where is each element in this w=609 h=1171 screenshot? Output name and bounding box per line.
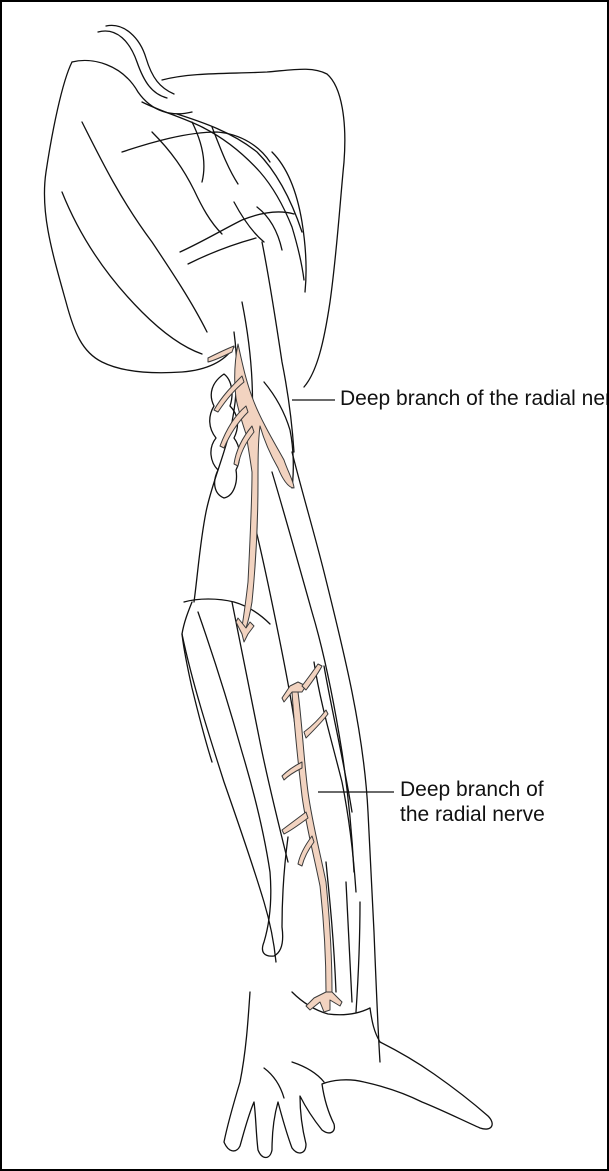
lower-nerve-branch-c — [282, 812, 308, 834]
upper-nerve-label: Deep branch of the radial nerve — [340, 386, 609, 411]
axillary-vessels-2 — [152, 132, 222, 234]
deltoid-inner-2 — [122, 132, 270, 162]
hand-inner — [264, 1062, 324, 1098]
muscle-band-1 — [180, 212, 294, 252]
lower-nerve-label-line2: the radial nerve — [400, 802, 545, 827]
lower-nerve-branch-d — [298, 836, 314, 866]
deltoid-outline — [162, 69, 345, 387]
ulna-bone — [198, 612, 288, 956]
muscle-band-2 — [188, 238, 256, 264]
upper-arm-right — [262, 242, 294, 452]
lower-nerve-label: Deep branch of the radial nerve — [400, 777, 545, 827]
forearm-left-outer — [182, 634, 276, 962]
lower-nerve-bottom-fork — [306, 992, 342, 1012]
scapula-inner — [82, 122, 207, 332]
arm-outline — [44, 25, 492, 1157]
lower-nerve-branch-a — [304, 710, 328, 738]
upper-nerve — [208, 344, 294, 642]
elbow-outline — [182, 602, 212, 762]
axillary-branches — [192, 122, 282, 250]
forearm-inner-2 — [254, 522, 296, 732]
scapula-inner-2 — [62, 192, 202, 354]
clavicle-vessel — [98, 31, 167, 98]
hand-outline — [224, 992, 492, 1158]
elbow-olecranon — [184, 599, 270, 624]
clavicle-vessel-inner — [106, 25, 174, 94]
lower-nerve-label-line1: Deep branch of — [400, 777, 545, 802]
extensor-band-2 — [324, 666, 352, 812]
lattisimus-edge — [272, 152, 306, 292]
upper-nerve-trunk — [235, 344, 294, 628]
scapula-top — [72, 61, 192, 114]
axillary-vessels — [142, 102, 304, 280]
